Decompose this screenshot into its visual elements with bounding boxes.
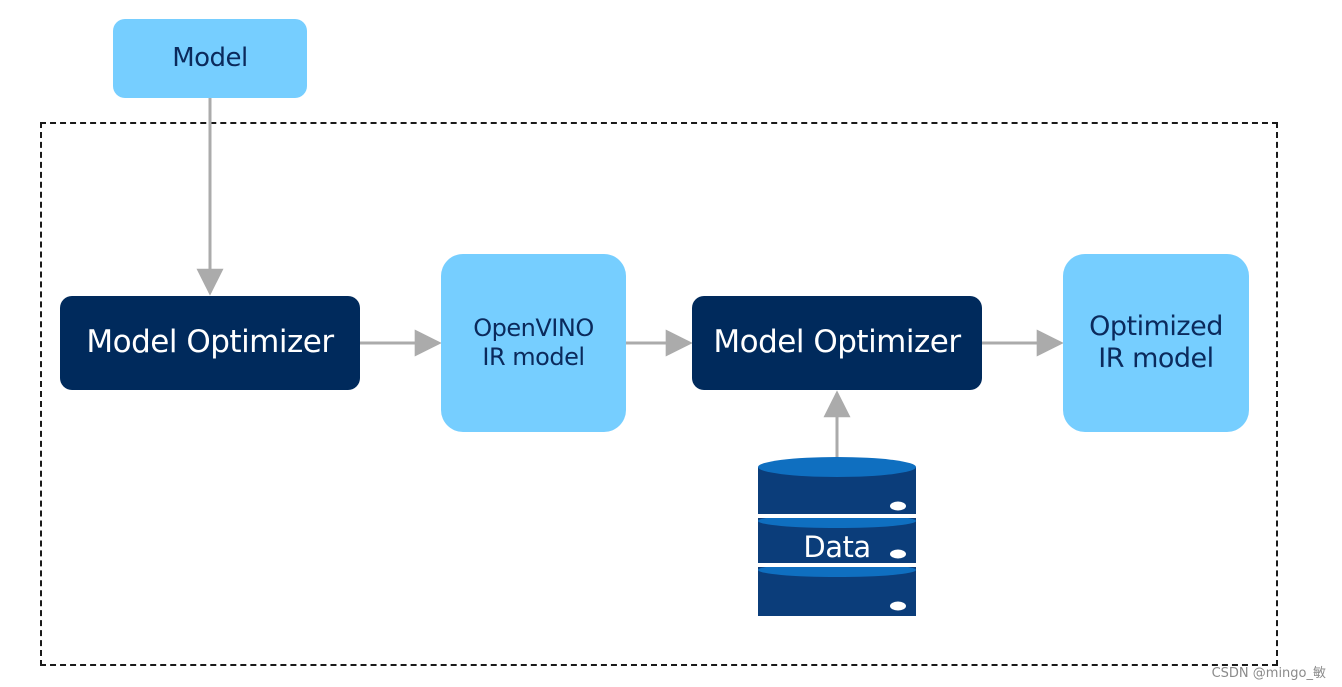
model-optimizer-box-2: Model Optimizer xyxy=(692,296,982,390)
data-label: Data xyxy=(803,530,871,564)
model-label: Model xyxy=(172,42,248,73)
model-optimizer-box-1: Model Optimizer xyxy=(60,296,360,390)
pipeline-boundary xyxy=(40,122,1278,666)
openvino-ir-label: OpenVINO IR model xyxy=(473,314,594,371)
watermark: CSDN @mingo_敏 xyxy=(1211,666,1326,681)
model-optimizer-label-1: Model Optimizer xyxy=(86,324,334,361)
optimized-ir-box: Optimized IR model xyxy=(1063,254,1249,432)
optimized-ir-label: Optimized IR model xyxy=(1089,310,1223,374)
database-icon xyxy=(758,457,916,616)
model-optimizer-label-2: Model Optimizer xyxy=(713,324,961,361)
model-box: Model xyxy=(113,19,307,98)
openvino-ir-box: OpenVINO IR model xyxy=(441,254,626,432)
